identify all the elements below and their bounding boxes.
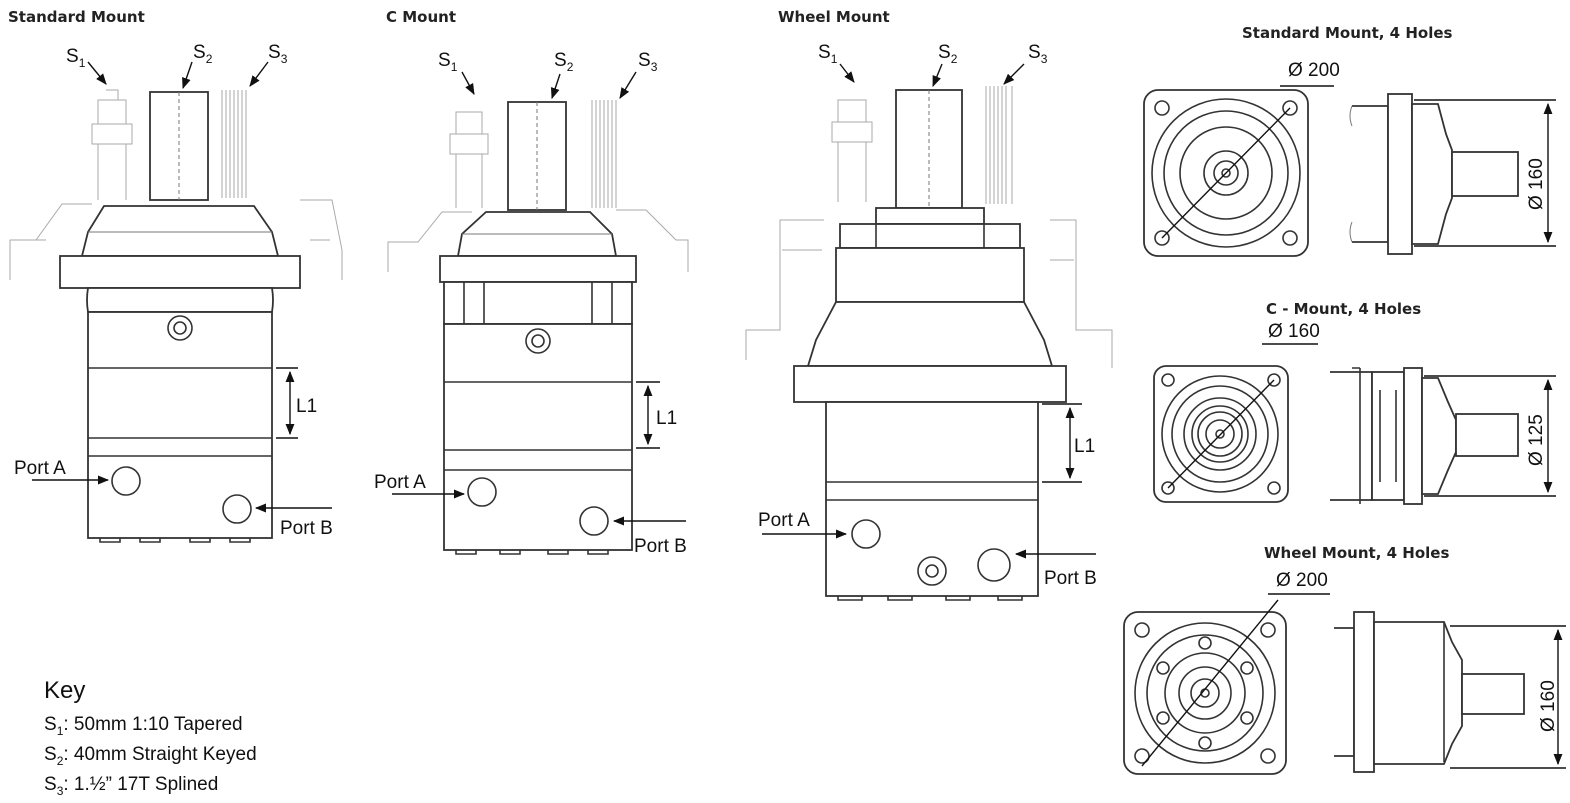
svg-text:S2: S2 bbox=[193, 42, 213, 66]
dim-l1: L1 bbox=[656, 408, 677, 429]
ghost-shafts bbox=[745, 86, 1113, 368]
svg-text:S3: S3 bbox=[638, 50, 658, 74]
port-a-circle bbox=[111, 466, 141, 496]
view-title: C Mount bbox=[386, 8, 456, 26]
mount-plate bbox=[59, 255, 301, 289]
pcd-dim: Ø 160 bbox=[1268, 321, 1320, 342]
svg-text:S3: S3 bbox=[268, 42, 288, 66]
hub-plate bbox=[839, 223, 1021, 249]
motor-body bbox=[87, 311, 273, 539]
standard-mount-view: Standard Mount S1 S2 S3 bbox=[8, 8, 343, 543]
pilot-dim: Ø 125 bbox=[1526, 414, 1547, 466]
svg-text:S1: S1 bbox=[818, 42, 838, 66]
shaft-label-s3: S3 bbox=[638, 50, 658, 74]
flange-standard-4-holes: Standard Mount, 4 Holes Ø 200 Ø 160 bbox=[1143, 24, 1556, 257]
flange-wheel-mount-4-holes: Wheel Mount, 4 Holes Ø 200 Ø 160 bbox=[1123, 544, 1566, 775]
ghost-shafts bbox=[387, 100, 689, 272]
pilot-dim: Ø 160 bbox=[1538, 680, 1559, 732]
flange-title: Standard Mount, 4 Holes bbox=[1242, 24, 1453, 42]
shaft-label-s3: S3 bbox=[1028, 42, 1048, 66]
shaft-label-s2: S2 bbox=[193, 42, 213, 66]
flange-side bbox=[1352, 105, 1389, 243]
port-a-label: Port A bbox=[758, 510, 810, 531]
port-b-label: Port B bbox=[1044, 568, 1097, 589]
flange-side bbox=[1334, 627, 1355, 757]
shaft-stub bbox=[1451, 151, 1519, 197]
flange-title: C - Mount, 4 Holes bbox=[1266, 300, 1421, 318]
port-a-circle bbox=[851, 519, 881, 549]
ghost-shafts bbox=[9, 89, 343, 280]
key-heading: Key bbox=[44, 677, 85, 704]
view-title: Standard Mount bbox=[8, 8, 145, 26]
port-b-circle bbox=[222, 494, 252, 524]
svg-text:S2: S2 bbox=[554, 50, 574, 74]
motor-body bbox=[825, 401, 1039, 597]
pcd-dim: Ø 200 bbox=[1288, 60, 1340, 81]
svg-text:S1: S1 bbox=[66, 46, 86, 70]
wheel-flange bbox=[793, 365, 1067, 403]
shaft-label-s2: S2 bbox=[554, 50, 574, 74]
port-b-label: Port B bbox=[280, 518, 333, 539]
view-title: Wheel Mount bbox=[778, 8, 890, 26]
port-b-circle bbox=[579, 506, 609, 536]
mount-flange-cone bbox=[806, 301, 1054, 367]
shaft-stub bbox=[1455, 413, 1519, 457]
shaft-label-s1: S1 bbox=[438, 50, 458, 74]
flange-side bbox=[1330, 371, 1373, 501]
dim-l1: L1 bbox=[296, 396, 317, 417]
svg-text:S2: S2 bbox=[938, 42, 958, 66]
key-item-s2: S2: 40mm Straight Keyed bbox=[44, 744, 257, 768]
key-item-s1: S1: 50mm 1:10 Tapered bbox=[44, 714, 243, 738]
port-b-circle bbox=[977, 548, 1011, 582]
flange-title: Wheel Mount, 4 Holes bbox=[1264, 544, 1449, 562]
shaft-label-s1: S1 bbox=[66, 46, 86, 70]
port-b-label: Port B bbox=[634, 536, 687, 557]
mount-plate bbox=[439, 255, 637, 283]
c-mount-view: C Mount S1 S2 S3 L1 Port A Port B bbox=[374, 8, 689, 557]
port-a-label: Port A bbox=[14, 458, 66, 479]
wheel-mount-view: Wheel Mount S1 S2 S3 L1 Port A Port bbox=[745, 8, 1113, 601]
shaft-label-s3: S3 bbox=[268, 42, 288, 66]
svg-text:S3: S3 bbox=[1028, 42, 1048, 66]
key-item-s3: S3: 1.½” 17T Splined bbox=[44, 774, 218, 798]
shaft-stub bbox=[1461, 673, 1525, 715]
shaft-label-s2: S2 bbox=[938, 42, 958, 66]
dim-l1: L1 bbox=[1074, 436, 1095, 457]
shaft-label-s1: S1 bbox=[818, 42, 838, 66]
port-a-label: Port A bbox=[374, 472, 426, 493]
pilot-dim: Ø 160 bbox=[1526, 158, 1547, 210]
key-legend: Key S1: 50mm 1:10 Tapered S2: 40mm Strai… bbox=[44, 677, 257, 798]
svg-text:S1: S1 bbox=[438, 50, 458, 74]
flange-c-mount-4-holes: C - Mount, 4 Holes Ø 160 Ø 125 bbox=[1153, 300, 1556, 505]
pcd-dim: Ø 200 bbox=[1276, 570, 1328, 591]
port-a-circle bbox=[467, 477, 497, 507]
motor-body bbox=[443, 323, 633, 551]
mount-flange-cone bbox=[80, 205, 280, 257]
